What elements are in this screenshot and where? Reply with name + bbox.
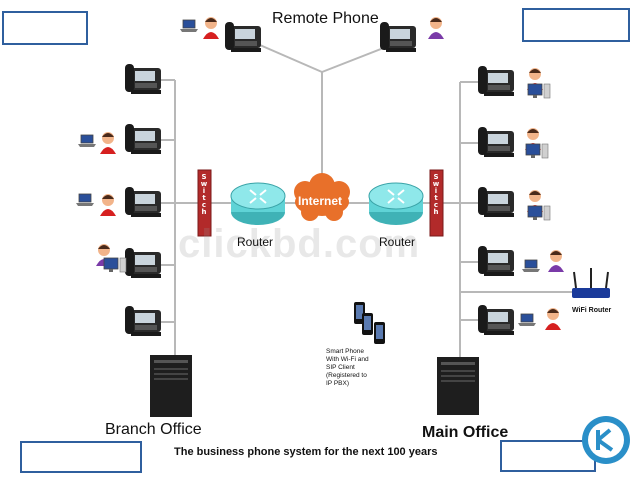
internet-label: Internet	[298, 194, 343, 208]
desktop-icon-main-3	[527, 205, 551, 221]
switch-right-icon	[429, 169, 444, 237]
desktop-icon-main-2	[525, 143, 549, 159]
placeholder-box-bottom-left	[20, 441, 142, 473]
user-icon-remote-right	[428, 17, 444, 39]
user-icon-branch-2	[100, 132, 116, 154]
laptop-icon-branch-3	[75, 193, 95, 207]
smartphone-icons	[354, 302, 385, 344]
wifi-router-label: WiFi Router	[572, 307, 612, 314]
laptop-icon-branch-2	[77, 134, 97, 148]
watermark-text: clickbd.com	[178, 222, 421, 266]
main-phone-1	[478, 66, 514, 96]
router-left-label: Router	[237, 235, 274, 249]
router-left-icon	[230, 182, 286, 225]
caption-text: The business phone system for the next 1…	[174, 446, 438, 458]
server-branch-icon	[150, 355, 192, 417]
smartphone-line-4: (Registered to	[326, 372, 367, 379]
laptop-icon-main-5	[517, 313, 537, 327]
branch-phone-1	[125, 64, 161, 94]
smartphone-line-2: With Wi-Fi and	[326, 356, 369, 363]
desktop-icon-branch-4	[103, 257, 127, 273]
user-icon-main-5	[545, 308, 561, 330]
smartphone-description: Smart Phone With Wi-Fi and SIP Client (R…	[326, 348, 386, 388]
desktop-icon-main-1	[527, 83, 551, 99]
router-right-icon	[368, 182, 424, 225]
branch-phone-3	[125, 187, 161, 217]
user-icon-branch-3	[100, 194, 116, 216]
main-phone-2	[478, 127, 514, 157]
clickbd-logo-icon	[582, 416, 630, 464]
placeholder-box-top-left	[2, 11, 88, 45]
user-icon-main-4	[548, 250, 564, 272]
internet-cloud-icon	[294, 173, 350, 221]
main-phone-4	[478, 246, 514, 276]
remote-phone-title: Remote Phone	[272, 10, 379, 27]
placeholder-box-top-right	[522, 8, 630, 42]
wifi-router-icon	[572, 268, 610, 298]
branch-phone-4	[125, 248, 161, 278]
laptop-icon-main-4	[521, 259, 541, 273]
branch-phone-2	[125, 124, 161, 154]
smartphone-line-5: IP PBX)	[326, 380, 350, 387]
remote-phone-left	[225, 22, 261, 52]
router-right-label: Router	[379, 235, 416, 249]
remote-phone-right	[380, 22, 416, 52]
server-main-icon	[437, 357, 479, 415]
main-phone-5	[478, 305, 514, 335]
smartphone-line-1: Smart Phone	[326, 348, 364, 355]
user-icon-remote-left	[203, 17, 219, 39]
branch-phone-5	[125, 306, 161, 336]
main-phone-3	[478, 187, 514, 217]
smartphone-line-3: SIP Client	[326, 364, 355, 371]
switch-left-icon	[197, 169, 212, 237]
laptop-icon-remote-left	[179, 19, 199, 33]
connection-lines	[160, 41, 575, 360]
main-office-label: Main Office	[422, 424, 509, 441]
branch-office-label: Branch Office	[105, 421, 202, 438]
